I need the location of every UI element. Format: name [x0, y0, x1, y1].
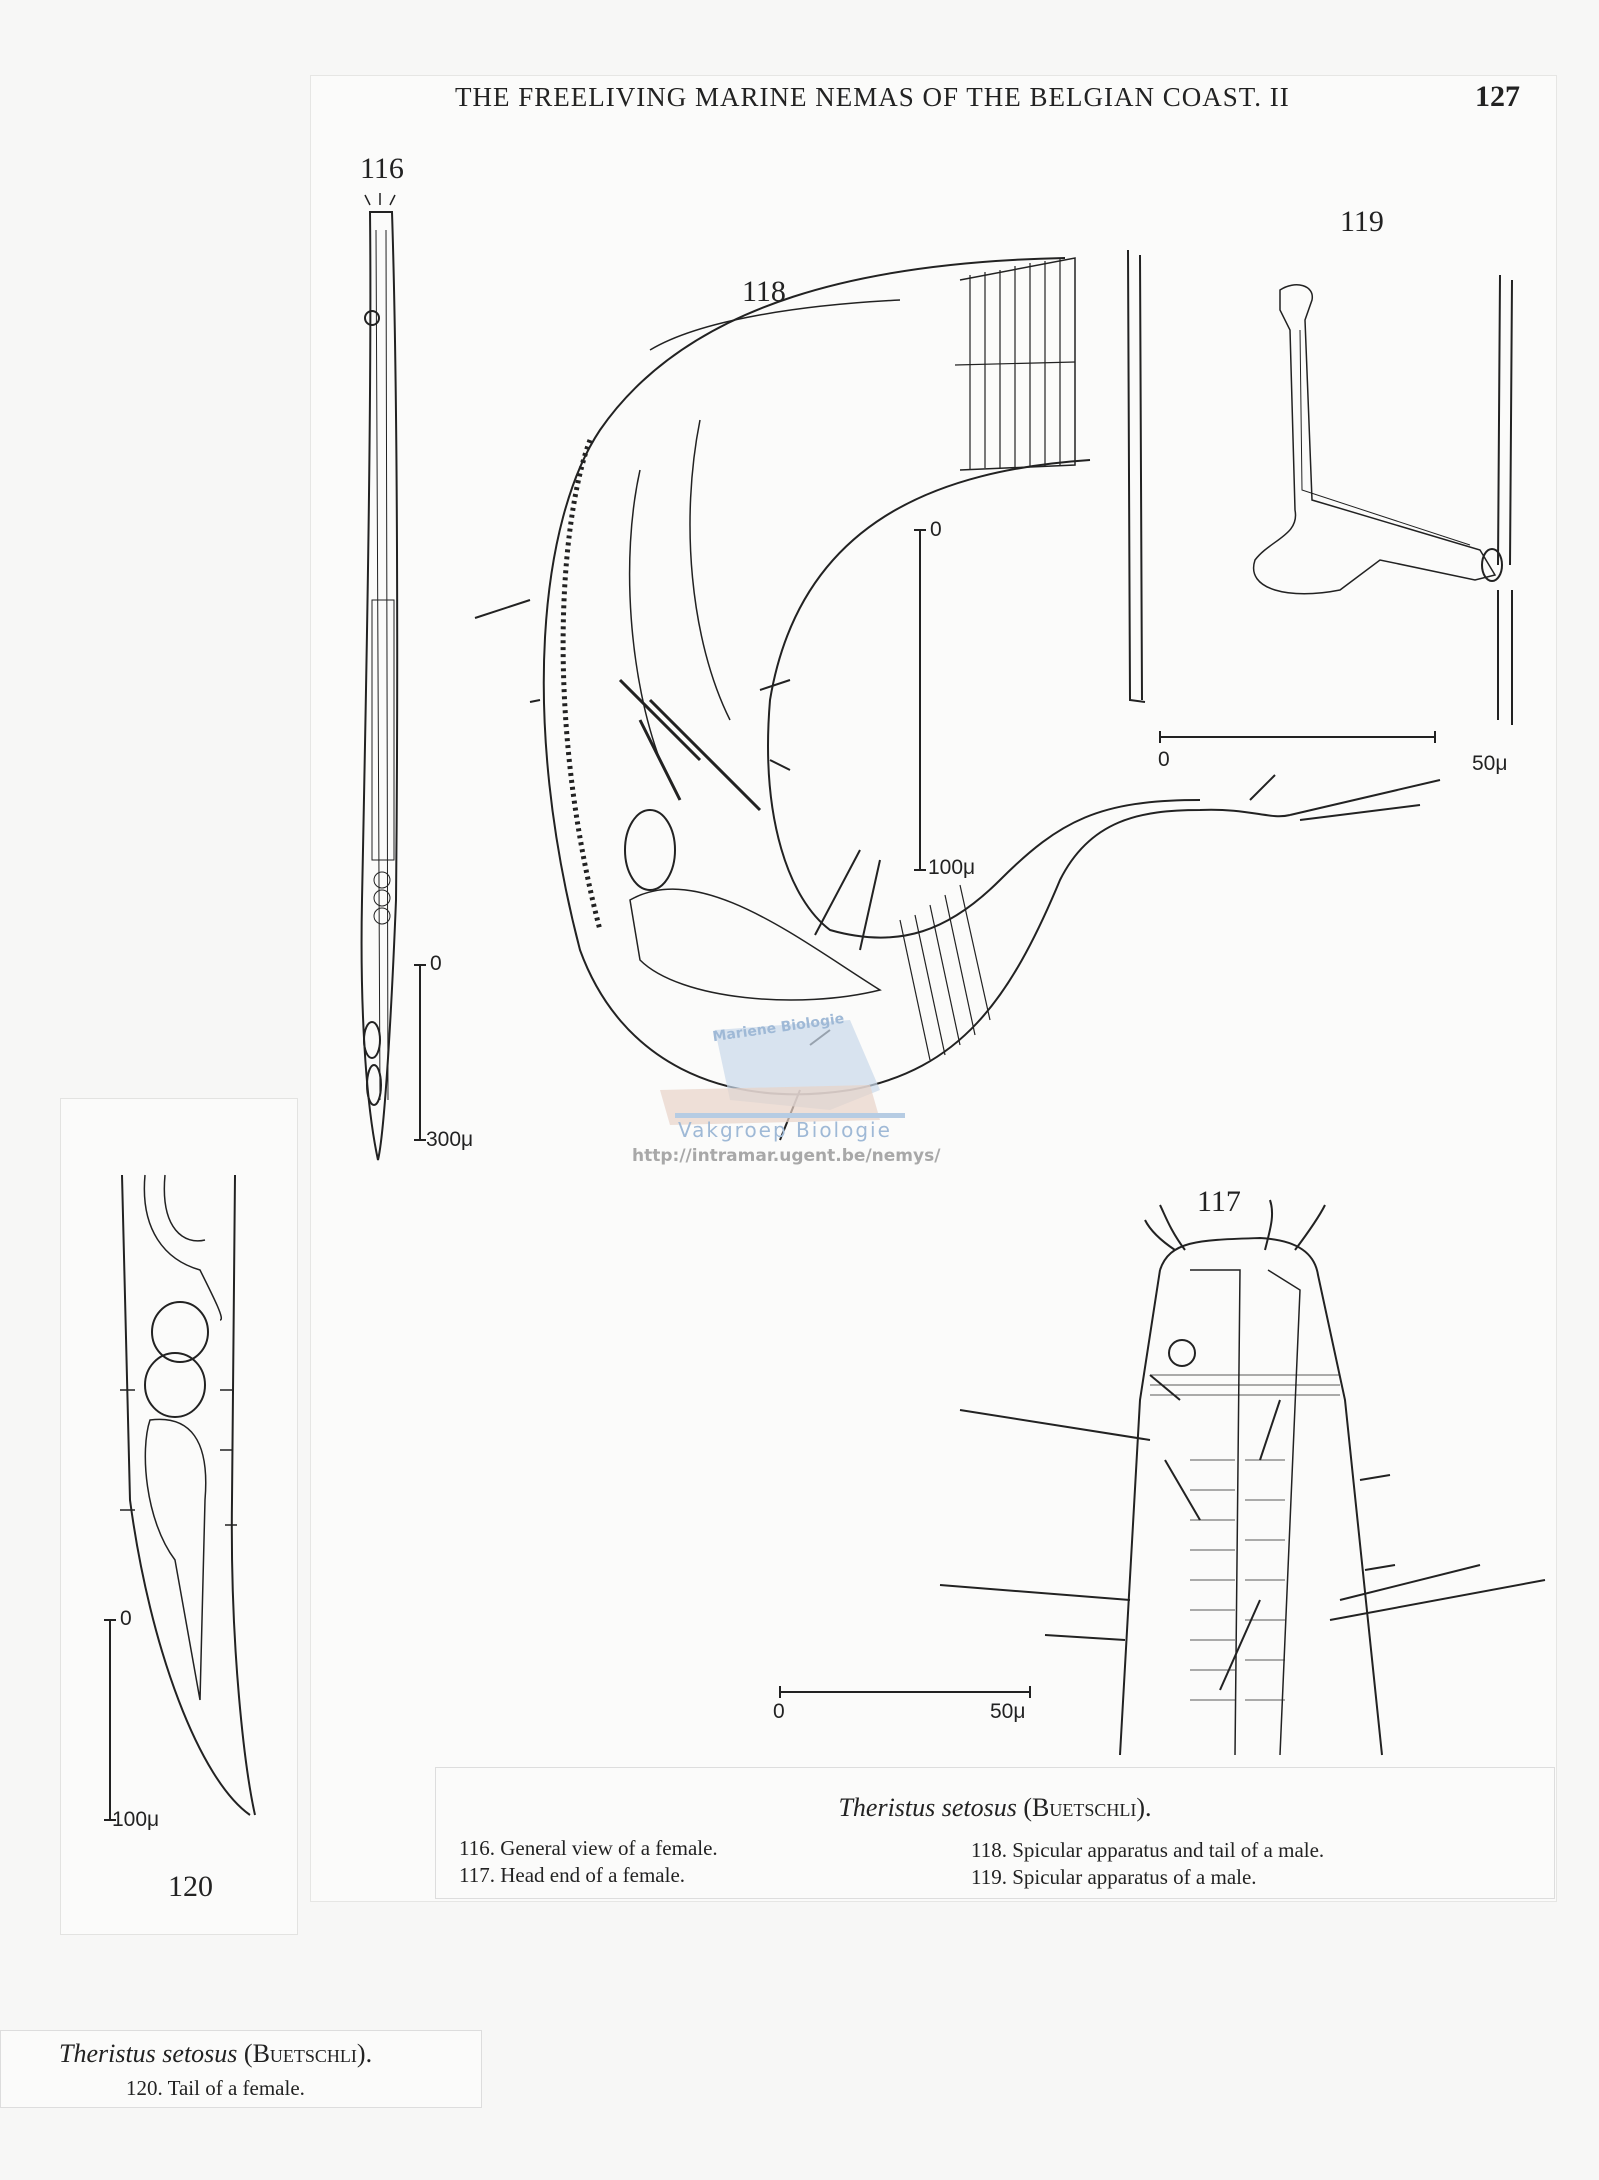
figure-label-117: 117: [1197, 1185, 1241, 1218]
watermark-logo: [660, 1020, 905, 1125]
watermark-line2: Vakgroep Biologie: [678, 1118, 892, 1142]
scale-end-119: 50μ: [1472, 752, 1508, 775]
caption-item: 119. Spicular apparatus of a male.: [971, 1865, 1257, 1889]
figure-label-116: 116: [360, 152, 404, 185]
caption-item: 118. Spicular apparatus and tail of a ma…: [971, 1838, 1325, 1862]
scale-start-118: 0: [930, 518, 942, 541]
figure-label-119: 119: [1340, 205, 1384, 238]
species-name: Theristus setosus: [59, 2039, 238, 2068]
figure-117-drawing: [939, 1199, 1546, 1756]
figure-116-drawing: [360, 193, 399, 1161]
figure-label-118: 118: [742, 275, 786, 308]
scale-bar-119: [1159, 731, 1436, 743]
caption-item: 116. General view of a female.: [459, 1836, 718, 1860]
scale-end-117: 50μ: [990, 1700, 1026, 1723]
caption-120: Theristus setosus (Buetschli). 120. Tail…: [0, 2030, 482, 2108]
caption-title: Theristus setosus (Buetschli).: [436, 1793, 1554, 1823]
caption-item: 117. Head end of a female.: [459, 1863, 686, 1887]
scale-end-120: 100μ: [112, 1808, 160, 1831]
figure-118-drawing: [474, 257, 1441, 1141]
scale-bar-116: [414, 964, 426, 1141]
scale-end-118: 100μ: [928, 856, 976, 879]
caption-item: 120. Tail of a female.: [126, 2076, 305, 2100]
caption-title: Theristus setosus (Buetschli).: [59, 2039, 372, 2069]
scale-start-119: 0: [1158, 748, 1170, 771]
scale-start-117: 0: [773, 1700, 785, 1723]
scale-start-116: 0: [430, 952, 442, 975]
figure-label-120: 120: [168, 1870, 213, 1903]
species-name: Theristus setosus: [838, 1793, 1017, 1822]
running-header: THE FREELIVING MARINE NEMAS OF THE BELGI…: [455, 82, 1290, 112]
scale-end-116: 300μ: [426, 1128, 474, 1151]
watermark-url: http://intramar.ugent.be/nemys/: [632, 1146, 941, 1166]
figure-119-drawing: [1127, 249, 1513, 725]
author-name: (Buetschli).: [1023, 1793, 1152, 1822]
author-name: (Buetschli).: [243, 2039, 373, 2068]
figure-120-drawing: [120, 1174, 256, 1816]
page-number: 127: [1475, 80, 1520, 113]
caption-main: Theristus setosus (Buetschli). 116. Gene…: [435, 1767, 1555, 1899]
scale-start-120: 0: [120, 1607, 132, 1630]
figure-120-panel: [60, 1098, 298, 1935]
scale-bar-117: [779, 1686, 1031, 1698]
scale-bar-120: [104, 1619, 116, 1821]
scale-bar-118: [914, 529, 926, 871]
